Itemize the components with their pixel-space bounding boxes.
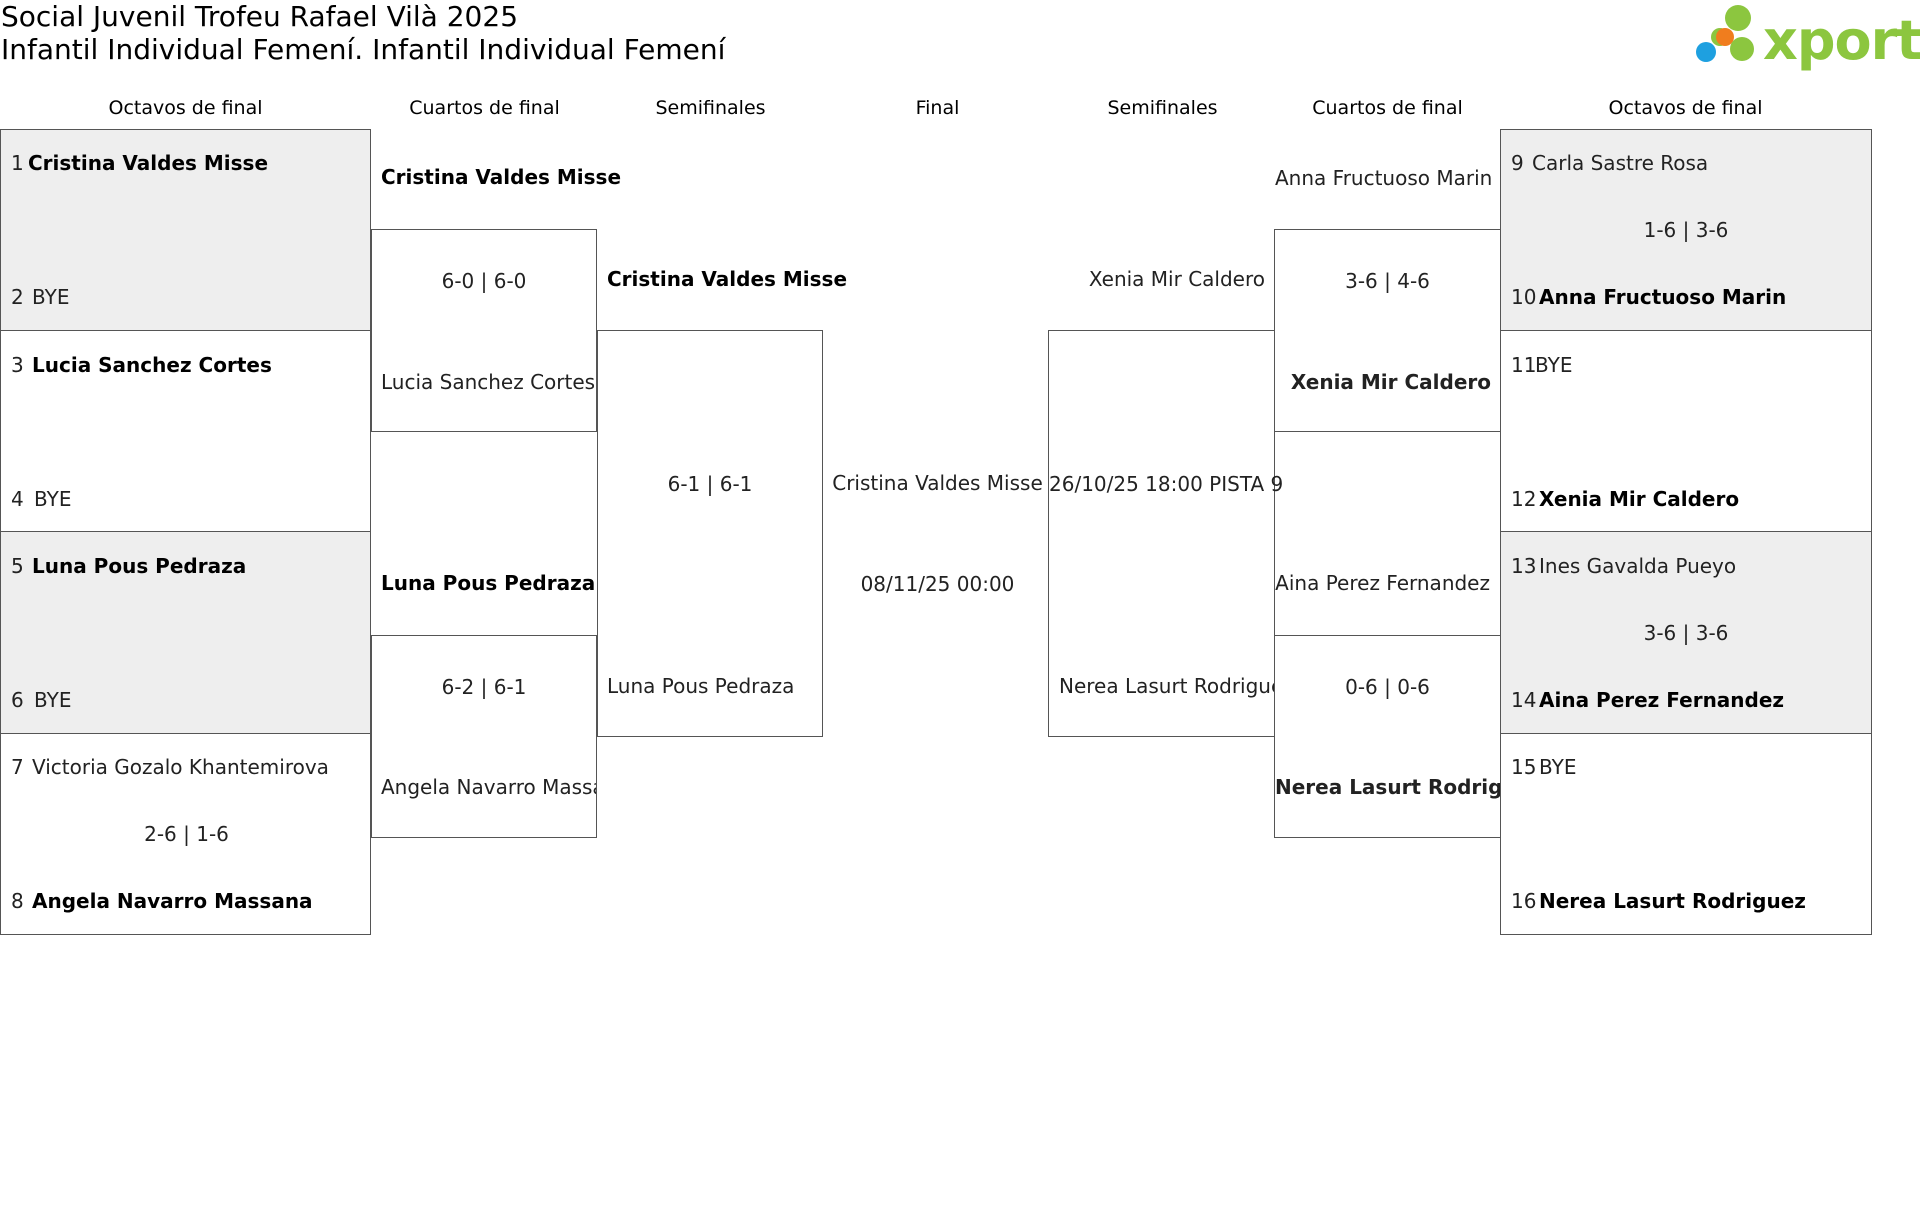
- xporty-dots-icon: [1696, 5, 1754, 62]
- match-right-sf[interactable]: 26/10/25 18:00 PISTA 9 Nerea Lasurt Rodr…: [1048, 330, 1294, 737]
- match-left-qf-2[interactable]: 6-2 | 6-1 Angela Navarro Massana: [371, 635, 597, 838]
- match-info: 26/10/25 18:00 PISTA 9: [1049, 472, 1284, 496]
- match-left-sf[interactable]: 6-1 | 6-1 Luna Pous Pedraza: [597, 330, 823, 737]
- seed-number: 3: [11, 353, 24, 377]
- seed-number: 9: [1511, 151, 1524, 175]
- player-name: BYE: [1535, 353, 1573, 377]
- player-name: BYE: [32, 285, 70, 309]
- match-score: 1-6 | 3-6: [1643, 218, 1729, 242]
- seed-number: 2: [11, 285, 24, 309]
- player-name-winner: Angela Navarro Massana: [32, 889, 313, 913]
- match-score: 6-2 | 6-1: [441, 675, 527, 699]
- player-name: Ines Gavalda Pueyo: [1539, 554, 1737, 578]
- match-left-qf-1[interactable]: 6-0 | 6-0 Lucia Sanchez Cortes: [371, 229, 597, 432]
- match-score: 6-1 | 6-1: [667, 472, 753, 496]
- player-name-winner: Cristina Valdes Misse: [28, 151, 269, 175]
- round-header-left-qf: Cuartos de final: [409, 97, 560, 119]
- seed-number: 1: [11, 151, 24, 175]
- player-name: Nerea Lasurt Rodriguez: [1059, 674, 1294, 698]
- tournament-title: Social Juvenil Trofeu Rafael Vilà 2025: [1, 0, 519, 33]
- match-left-r16-1[interactable]: 1 Cristina Valdes Misse 2 BYE: [0, 129, 371, 331]
- round-header-right-sf: Semifinales: [1107, 97, 1218, 119]
- left-qf2-top-player: Luna Pous Pedraza: [381, 571, 596, 595]
- match-right-qf-2[interactable]: 0-6 | 0-6 Nerea Lasurt Rodriguez: [1274, 635, 1542, 838]
- player-name-winner: Lucia Sanchez Cortes: [32, 353, 272, 377]
- player-name: BYE: [34, 688, 72, 712]
- left-sf-top-player: Cristina Valdes Misse: [607, 267, 848, 291]
- player-name-winner: Aina Perez Fernandez: [1539, 688, 1785, 712]
- final-date: 08/11/25 00:00: [860, 572, 1015, 596]
- match-left-r16-2[interactable]: 3 Lucia Sanchez Cortes 4 BYE: [0, 330, 371, 532]
- seed-number: 6: [11, 688, 24, 712]
- seed-number: 13: [1511, 554, 1537, 578]
- round-header-right-r16: Octavos de final: [1608, 97, 1763, 119]
- seed-number: 8: [11, 889, 24, 913]
- player-name-winner: Xenia Mir Caldero: [1290, 370, 1491, 394]
- seed-number: 7: [11, 755, 24, 779]
- xporty-logo[interactable]: xporty: [1695, 4, 1920, 74]
- right-qf2-top-player: Aina Perez Fernandez: [1275, 571, 1490, 595]
- player-name: Carla Sastre Rosa: [1532, 151, 1709, 175]
- match-left-r16-4[interactable]: 7 Victoria Gozalo Khantemirova 2-6 | 1-6…: [0, 733, 371, 935]
- seed-number: 15: [1511, 755, 1537, 779]
- round-header-left-r16: Octavos de final: [108, 97, 263, 119]
- seed-number: 12: [1511, 487, 1537, 511]
- match-right-r16-2[interactable]: 11 BYE 12 Xenia Mir Caldero: [1500, 330, 1872, 532]
- player-name: Angela Navarro Massana: [381, 775, 596, 799]
- match-right-qf-1[interactable]: 3-6 | 4-6 Xenia Mir Caldero: [1274, 229, 1501, 432]
- player-name: Luna Pous Pedraza: [607, 674, 795, 698]
- match-right-r16-4[interactable]: 15 BYE 16 Nerea Lasurt Rodriguez: [1500, 733, 1872, 935]
- seed-number: 4: [11, 487, 24, 511]
- match-score: 6-0 | 6-0: [441, 269, 527, 293]
- round-header-final: Final: [915, 97, 960, 119]
- player-name: Lucia Sanchez Cortes: [381, 370, 596, 394]
- match-right-r16-1[interactable]: 9 Carla Sastre Rosa 1-6 | 3-6 10 Anna Fr…: [1500, 129, 1872, 331]
- seed-number: 14: [1511, 688, 1537, 712]
- round-header-left-sf: Semifinales: [655, 97, 766, 119]
- match-score: 3-6 | 4-6: [1345, 269, 1430, 293]
- player-name-winner: Nerea Lasurt Rodriguez: [1539, 889, 1806, 913]
- match-score: 2-6 | 1-6: [144, 822, 229, 846]
- match-score: 3-6 | 3-6: [1643, 621, 1729, 645]
- match-right-r16-3[interactable]: 13 Ines Gavalda Pueyo 3-6 | 3-6 14 Aina …: [1500, 531, 1872, 734]
- seed-number: 16: [1511, 889, 1537, 913]
- match-left-r16-3[interactable]: 5 Luna Pous Pedraza 6 BYE: [0, 531, 371, 734]
- final-winner: Cristina Valdes Misse: [832, 471, 1043, 495]
- seed-number: 10: [1511, 285, 1537, 309]
- right-qf1-top-player: Anna Fructuoso Marin: [1275, 166, 1493, 190]
- match-score: 0-6 | 0-6: [1345, 675, 1430, 699]
- seed-number: 5: [11, 554, 24, 578]
- player-name: Victoria Gozalo Khantemirova: [32, 755, 329, 779]
- left-qf1-top-player: Cristina Valdes Misse: [381, 165, 622, 189]
- seed-number: 11: [1511, 353, 1537, 377]
- right-sf-top-player: Xenia Mir Caldero: [1088, 267, 1265, 291]
- xporty-wordmark: xporty: [1763, 9, 1920, 72]
- player-name-winner: Anna Fructuoso Marin: [1539, 285, 1787, 309]
- category-title: Infantil Individual Femení. Infantil Ind…: [1, 33, 726, 66]
- round-header-right-qf: Cuartos de final: [1312, 97, 1463, 119]
- player-name: BYE: [1539, 755, 1577, 779]
- player-name-winner: Luna Pous Pedraza: [32, 554, 247, 578]
- player-name-winner: Xenia Mir Caldero: [1539, 487, 1740, 511]
- player-name-winner: Nerea Lasurt Rodriguez: [1275, 775, 1542, 799]
- player-name: BYE: [34, 487, 72, 511]
